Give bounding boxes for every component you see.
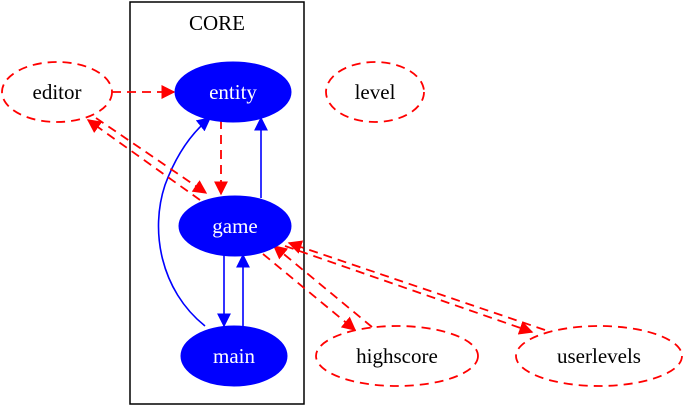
- node-editor-label: editor: [33, 80, 82, 104]
- edge-userlevels-game: [287, 240, 546, 331]
- node-highscore-shape: [315, 325, 479, 387]
- node-userlevels[interactable]: userlevels: [515, 325, 683, 387]
- edges: [86, 85, 546, 335]
- edge-game-highscore: [262, 253, 357, 331]
- core-cluster-label: CORE: [189, 11, 245, 35]
- core-cluster-border: [129, 1, 305, 405]
- core-cluster: CORE: [129, 1, 305, 405]
- node-entity-label: entity: [209, 80, 257, 104]
- node-level[interactable]: level: [325, 61, 425, 123]
- edge-editor-game: [95, 117, 208, 194]
- node-main-label: main: [213, 344, 255, 368]
- node-editor[interactable]: editor: [1, 61, 113, 123]
- node-entity[interactable]: entity: [174, 61, 292, 123]
- node-userlevels-shape: [515, 325, 683, 387]
- node-entity-shape: [174, 61, 292, 123]
- node-game-shape: [178, 195, 292, 257]
- edge-game-editor: [86, 119, 201, 201]
- node-game[interactable]: game: [178, 195, 292, 257]
- node-highscore[interactable]: highscore: [315, 325, 479, 387]
- node-main-shape: [180, 325, 288, 387]
- node-level-label: level: [355, 80, 396, 104]
- node-level-shape: [325, 61, 425, 123]
- edge-main-entity: [157, 117, 212, 327]
- node-userlevels-label: userlevels: [557, 344, 641, 368]
- edge-game-userlevels: [284, 245, 534, 335]
- node-editor-shape: [1, 61, 113, 123]
- node-highscore-label: highscore: [356, 344, 438, 368]
- node-main[interactable]: main: [180, 325, 288, 387]
- node-game-label: game: [212, 214, 257, 238]
- nodes: entity game main editor level highscore …: [1, 61, 683, 387]
- edge-highscore-game: [272, 245, 373, 328]
